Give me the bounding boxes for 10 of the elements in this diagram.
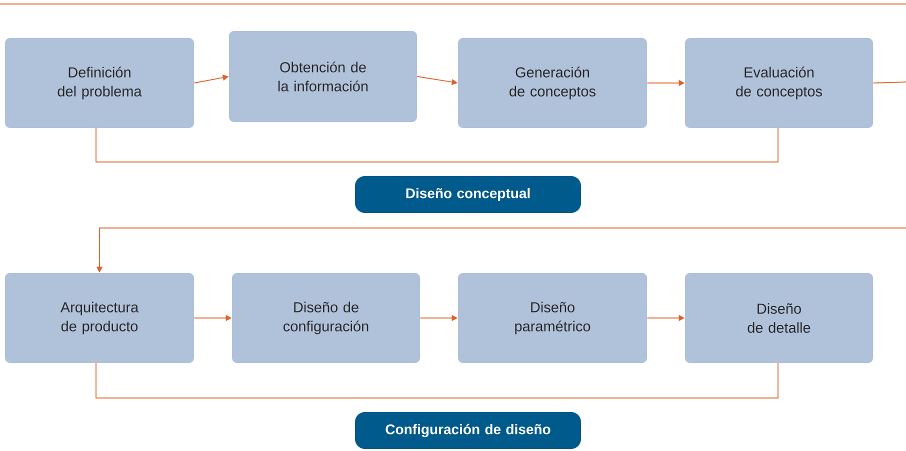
process-box: Evaluación de conceptos bbox=[685, 38, 873, 128]
process-box: Obtención de la información bbox=[229, 31, 417, 122]
process-box: Arquitectura de producto bbox=[5, 273, 194, 363]
process-box: Diseño paramétrico bbox=[458, 273, 647, 363]
process-box: Generación de conceptos bbox=[458, 38, 647, 128]
process-box: Diseño de configuración bbox=[232, 273, 420, 363]
process-box: Definición del problema bbox=[5, 38, 194, 128]
process-box: Diseño de detalle bbox=[685, 273, 873, 363]
stage-label: Configuración de diseño bbox=[355, 412, 581, 449]
stage-label: Diseño conceptual bbox=[355, 176, 581, 213]
